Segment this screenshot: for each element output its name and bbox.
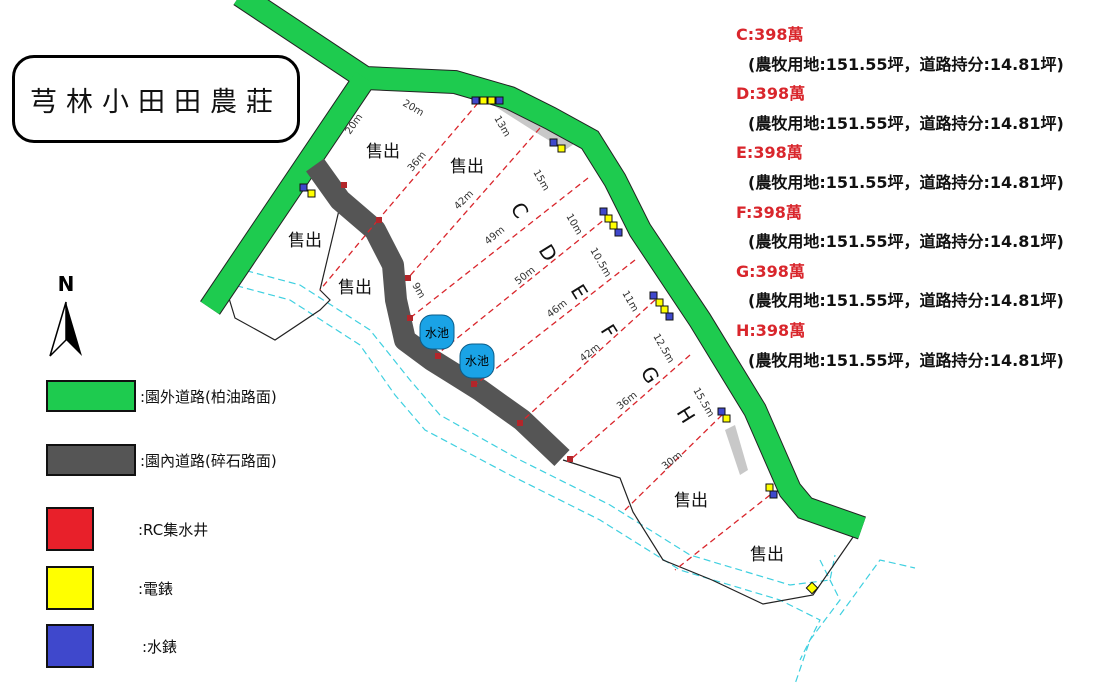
legend-electric-meter: :電錶 xyxy=(46,566,173,610)
price-list: C:398萬 (農牧用地:151.55坪，道路持分:14.81坪) D:398萬… xyxy=(736,20,1064,375)
dim-label: 49m xyxy=(483,224,507,247)
legend-catch-basin: :RC集水井 xyxy=(46,507,208,551)
price-lot: C:398萬 xyxy=(736,25,804,44)
water-meter-swatch xyxy=(46,624,94,668)
lot-label-f: F xyxy=(596,320,622,342)
price-detail: (農牧用地:151.55坪，道路持分:14.81坪) xyxy=(748,54,1064,74)
dim-label: 9m xyxy=(409,281,427,300)
sold-label: 售出 xyxy=(338,278,372,298)
dim-label: 46m xyxy=(545,298,569,321)
price-detail: (農牧用地:151.55坪，道路持分:14.81坪) xyxy=(748,113,1064,133)
pool-label: 水池 xyxy=(425,326,449,340)
sold-label: 售出 xyxy=(450,157,484,177)
north-label: N xyxy=(57,272,75,296)
pool: 水池 xyxy=(419,314,455,350)
price-detail: (農牧用地:151.55坪，道路持分:14.81坪) xyxy=(748,232,1064,252)
property-boundary-south xyxy=(562,459,861,605)
lot-label-h: H xyxy=(672,402,700,427)
outer-road xyxy=(200,0,866,540)
page-title: 芎林小田田農莊 xyxy=(12,55,300,143)
dim-label: 10.5m xyxy=(587,246,613,279)
legend-label: :電錶 xyxy=(138,579,174,598)
price-lot: H:398萬 xyxy=(736,320,806,340)
road-shoulder xyxy=(725,425,748,475)
dim-label: 11m xyxy=(619,289,640,314)
price-lot: E:398萬 xyxy=(736,143,803,163)
lot-label-e: E xyxy=(566,280,593,303)
lot-label-c: C xyxy=(506,198,534,223)
legend-label: :RC集水井 xyxy=(138,520,209,539)
dim-label: 42m xyxy=(578,342,602,365)
lot-label-g: G xyxy=(636,362,665,388)
sold-label: 售出 xyxy=(674,491,708,511)
price-detail: (農牧用地:151.55坪，道路持分:14.81坪) xyxy=(748,172,1064,192)
catch-basin-swatch xyxy=(46,507,94,551)
sold-label: 售出 xyxy=(288,231,322,251)
legend-inner-road: :園內道路(碎石路面) xyxy=(46,444,277,476)
dim-label: 12.5m xyxy=(650,332,676,365)
legend-water-meter: :水錶 xyxy=(46,624,177,668)
legend-label: :園外道路(柏油路面) xyxy=(140,387,277,406)
legend-outer-road: :園外道路(柏油路面) xyxy=(46,380,277,412)
inner-road-swatch xyxy=(46,444,136,476)
stream-lines xyxy=(214,264,916,684)
lot-boundaries xyxy=(319,102,771,571)
dim-label: 20m xyxy=(401,98,426,119)
rc-catch-basins xyxy=(341,182,573,462)
lot-label-d: D xyxy=(534,240,563,266)
sold-label: 售出 xyxy=(750,545,784,565)
pool-label: 水池 xyxy=(465,354,489,368)
outer-road-swatch xyxy=(46,380,136,412)
price-detail: (農牧用地:151.55坪，道路持分:14.81坪) xyxy=(748,350,1064,370)
dim-label: 42m xyxy=(452,188,476,212)
dim-label: 50m xyxy=(513,265,537,288)
dim-label: 10m xyxy=(563,212,584,237)
legend-label: :水錶 xyxy=(142,637,178,656)
meters xyxy=(299,96,819,595)
price-lot: D:398萬 xyxy=(736,84,806,104)
price-lot: G:398萬 xyxy=(736,261,805,281)
dim-label: 15m xyxy=(530,168,551,193)
inner-road xyxy=(306,158,570,466)
north-arrow-icon xyxy=(49,301,82,357)
dim-label: 36m xyxy=(406,150,429,174)
price-detail: (農牧用地:151.55坪，道路持分:14.81坪) xyxy=(748,291,1064,311)
dim-label: 30m xyxy=(660,450,684,473)
legend-label: :園內道路(碎石路面) xyxy=(140,451,277,470)
price-lot: F:398萬 xyxy=(736,202,802,222)
sold-label: 售出 xyxy=(366,142,400,162)
pool: 水池 xyxy=(459,343,495,379)
road-shoulder xyxy=(485,100,580,150)
electric-meter-swatch xyxy=(46,566,94,610)
dim-label: 13m xyxy=(491,114,512,139)
